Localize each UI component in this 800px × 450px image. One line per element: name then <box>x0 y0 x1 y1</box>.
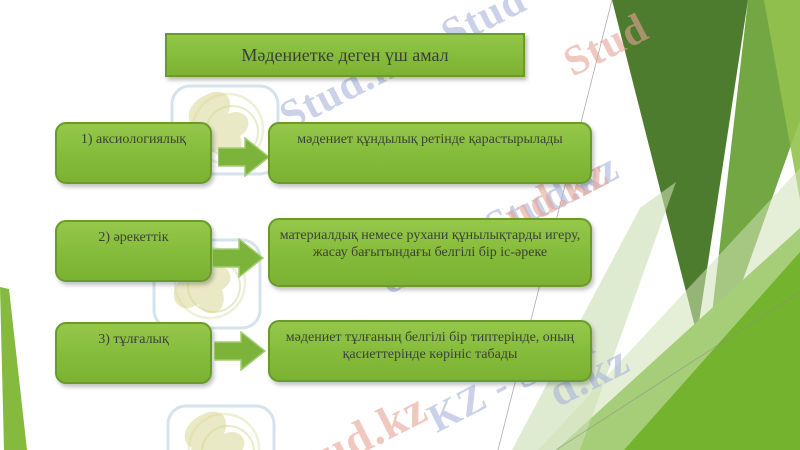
row1-description: мәдениет құндылық ретінде қарастырылады <box>297 132 563 147</box>
bottom-right-stripe <box>556 228 800 450</box>
right-stripe-light <box>764 0 800 200</box>
row3-description: мәдениет тұлғаның белгілі бір типтерінде… <box>285 330 575 362</box>
watermark-text: Stud.kz <box>272 381 436 450</box>
slide-title: Мәдениетке деген үш амал <box>241 44 449 65</box>
row3-description-box: мәдениет тұлғаның белгілі бір типтерінде… <box>268 320 592 382</box>
left-stripe <box>0 287 27 450</box>
row3-label: 3) тұлғалық <box>98 332 169 347</box>
right-arrow-icon <box>212 238 264 278</box>
right-stripe-dark <box>612 0 748 335</box>
row2-label: 2) әрекеттік <box>98 230 169 245</box>
row1-description-box: мәдениет құндылық ретінде қарастырылады <box>268 122 592 184</box>
watermark-text: Stud <box>556 4 656 86</box>
row3-label-box: 3) тұлғалық <box>55 322 212 384</box>
studkz-logo-icon <box>166 404 276 450</box>
row2-description-box: материалдық немесе рухани құнылықтарды и… <box>268 218 592 287</box>
hairline-2 <box>555 291 800 450</box>
row2-description: материалдық немесе рухани құнылықтарды и… <box>279 228 581 260</box>
right-arrow-icon <box>218 137 270 177</box>
row2-label-box: 2) әрекеттік <box>55 220 212 282</box>
row1-label-box: 1) аксиологиялық <box>55 122 212 184</box>
slide-title-box: Мәдениетке деген үш амал <box>165 33 525 77</box>
right-stripe-medium <box>703 0 800 392</box>
right-arrow-icon <box>214 331 266 371</box>
pale-stripe-2 <box>538 168 800 450</box>
row1-label: 1) аксиологиялық <box>80 132 187 147</box>
